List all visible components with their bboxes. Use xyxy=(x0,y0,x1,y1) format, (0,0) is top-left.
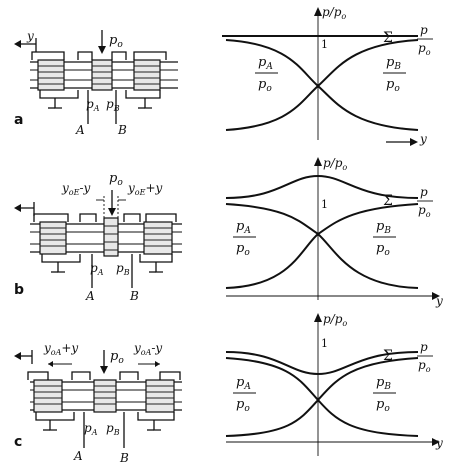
svg-text:pB: pB xyxy=(386,55,401,72)
pb-label-c: pB xyxy=(106,421,120,437)
plot-c-left-label: pA po xyxy=(233,375,256,414)
port-a-label-a: A xyxy=(75,123,85,137)
supply-label-b: po xyxy=(109,171,123,188)
pa-curve-b xyxy=(225,203,419,289)
svg-text:po: po xyxy=(236,397,250,414)
plot-c-ylabel: p/po xyxy=(323,312,347,328)
svg-text:po: po xyxy=(236,241,250,258)
pb-label-a: pB xyxy=(106,97,120,113)
spool-schematic-c xyxy=(14,350,182,448)
svg-text:pB: pB xyxy=(376,375,391,392)
pa-label-a: pA xyxy=(86,97,100,113)
port-a-label-c: A xyxy=(73,449,83,463)
center-land xyxy=(91,59,113,91)
svg-text:po: po xyxy=(386,77,400,94)
right-land xyxy=(143,221,173,255)
plot-b-ylabel: p/po xyxy=(323,156,347,172)
plot-b xyxy=(225,157,440,300)
overlap-left-label-b: yoE-y xyxy=(61,181,90,197)
plot-b-sum-label: Σ p po xyxy=(383,185,433,219)
sum-curve-b xyxy=(225,174,419,199)
panel-b: yoE-y yoE+y po pA pB A B b p/po 1 y Σ p … xyxy=(14,156,443,308)
plot-a-sum-label: Σ p po xyxy=(383,23,433,57)
plot-c-right-label: pB po xyxy=(373,375,396,414)
pa-label-b: pA xyxy=(90,261,104,277)
supply-label-a: po xyxy=(109,33,123,50)
overlap-right-label-c: yoA-y xyxy=(133,341,162,357)
right-land xyxy=(145,379,175,413)
svg-text:po: po xyxy=(376,241,390,258)
left-land xyxy=(39,221,67,255)
plot-b-left-label: pA po xyxy=(233,219,256,258)
svg-text:pA: pA xyxy=(258,55,273,72)
svg-text:Σ: Σ xyxy=(383,30,393,46)
plot-a-one: 1 xyxy=(321,38,328,51)
svg-text:po: po xyxy=(418,358,431,374)
plot-a-left-label: pA po xyxy=(255,55,278,94)
svg-text:pB: pB xyxy=(376,219,391,236)
plot-c-sum-label: Σ p po xyxy=(383,340,433,374)
supply-label-c: po xyxy=(110,349,124,366)
spool-schematic-a xyxy=(14,30,178,124)
plot-c xyxy=(225,313,440,456)
svg-text:pA: pA xyxy=(236,219,251,236)
pb-label-b: pB xyxy=(116,261,130,277)
svg-text:pA: pA xyxy=(236,375,251,392)
panel-c: yoA+y yoA-y po pA pB A B c p/po 1 y Σ p … xyxy=(14,312,443,465)
plot-a-xlabel: y xyxy=(419,132,427,146)
port-b-label-a: B xyxy=(117,123,127,137)
svg-text:p: p xyxy=(420,340,428,354)
plot-c-one: 1 xyxy=(321,337,328,350)
port-a-label-b: A xyxy=(85,289,95,303)
svg-text:Σ: Σ xyxy=(383,348,393,364)
svg-text:p: p xyxy=(420,23,428,37)
port-b-label-b: B xyxy=(129,289,139,303)
pb-curve-c xyxy=(225,357,419,437)
plot-a-ylabel: p/po xyxy=(322,5,346,21)
pb-curve-a xyxy=(225,39,419,131)
pa-label-c: pA xyxy=(84,421,98,437)
svg-text:po: po xyxy=(418,203,431,219)
spool-schematic-b xyxy=(14,190,182,288)
panel-label-b: b xyxy=(14,282,24,298)
left-land xyxy=(33,379,63,413)
overlap-left-label-c: yoA+y xyxy=(43,341,78,357)
sum-curve-c xyxy=(225,351,419,376)
panel-label-a: a xyxy=(14,112,23,128)
panel-a: po y pA pB A B a p/po 1 y Σ p po pA po xyxy=(14,5,433,146)
plot-b-xlabel: y xyxy=(435,294,443,308)
svg-text:po: po xyxy=(376,397,390,414)
center-land xyxy=(93,379,117,413)
left-land xyxy=(37,59,65,91)
port-b-label-c: B xyxy=(119,451,129,465)
plot-a xyxy=(222,7,419,146)
center-land xyxy=(103,217,119,257)
svg-text:po: po xyxy=(418,41,431,57)
y-label-a: y xyxy=(26,29,34,43)
overlap-right-label-b: yoE+y xyxy=(127,181,162,197)
plot-a-right-label: pB po xyxy=(383,55,406,94)
svg-text:p: p xyxy=(420,185,428,199)
svg-text:Σ: Σ xyxy=(383,193,393,209)
plot-c-xlabel: y xyxy=(435,436,443,450)
pb-curve-b xyxy=(225,203,419,289)
svg-text:po: po xyxy=(258,77,272,94)
panel-label-c: c xyxy=(14,434,22,450)
right-land xyxy=(133,59,161,91)
plot-b-right-label: pB po xyxy=(373,219,396,258)
plot-b-one: 1 xyxy=(321,198,328,211)
